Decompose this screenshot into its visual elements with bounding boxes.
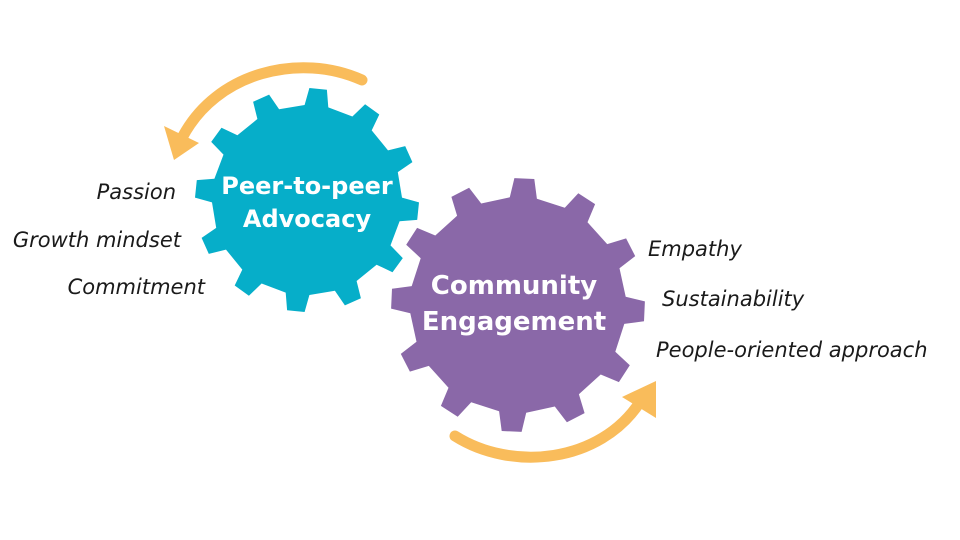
trait-sustainability: Sustainability bbox=[662, 287, 805, 311]
community-engagement-gear bbox=[391, 178, 645, 432]
top-cycle-arrow bbox=[164, 62, 368, 160]
community-gear-title-line1: Community bbox=[431, 271, 597, 301]
community-gear-title-line2: Engagement bbox=[422, 307, 606, 337]
peer-to-peer-advocacy-gear bbox=[195, 88, 419, 312]
trait-passion: Passion bbox=[97, 180, 176, 204]
bottom-cycle-arrow bbox=[449, 381, 656, 463]
trait-growth-mindset: Growth mindset bbox=[13, 228, 182, 252]
peer-gear-title-line1: Peer-to-peer bbox=[221, 172, 393, 200]
peer-gear-title-line2: Advocacy bbox=[243, 205, 372, 233]
trait-people-oriented-approach: People-oriented approach bbox=[656, 338, 928, 362]
trait-commitment: Commitment bbox=[68, 275, 206, 299]
trait-empathy: Empathy bbox=[648, 237, 742, 261]
